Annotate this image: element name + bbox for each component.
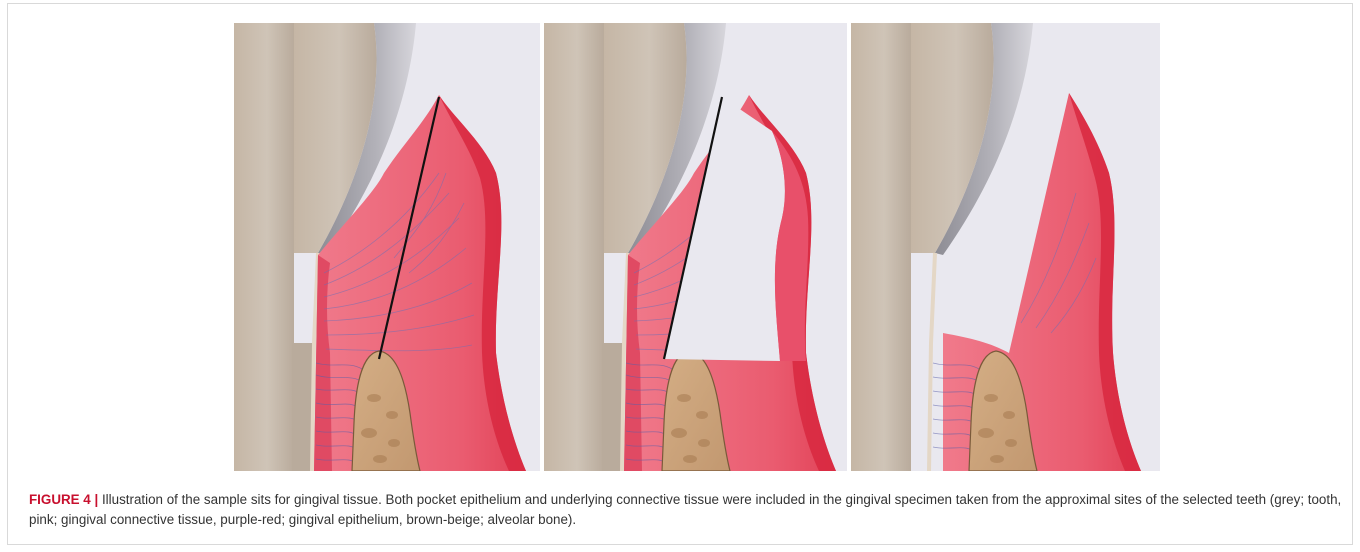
caption-text: Illustration of the sample sits for ging… [29,492,1341,527]
figure-caption: FIGURE 4 | Illustration of the sample si… [29,490,1349,529]
panel-3 [851,23,1160,471]
gingival-sampling-illustration [234,23,1160,471]
figure-frame: FIGURE 4 | Illustration of the sample si… [7,3,1353,545]
panel-1 [234,23,540,471]
panel-2 [544,23,850,471]
figure-label: FIGURE 4 [29,492,91,507]
caption-separator: | [91,492,102,507]
